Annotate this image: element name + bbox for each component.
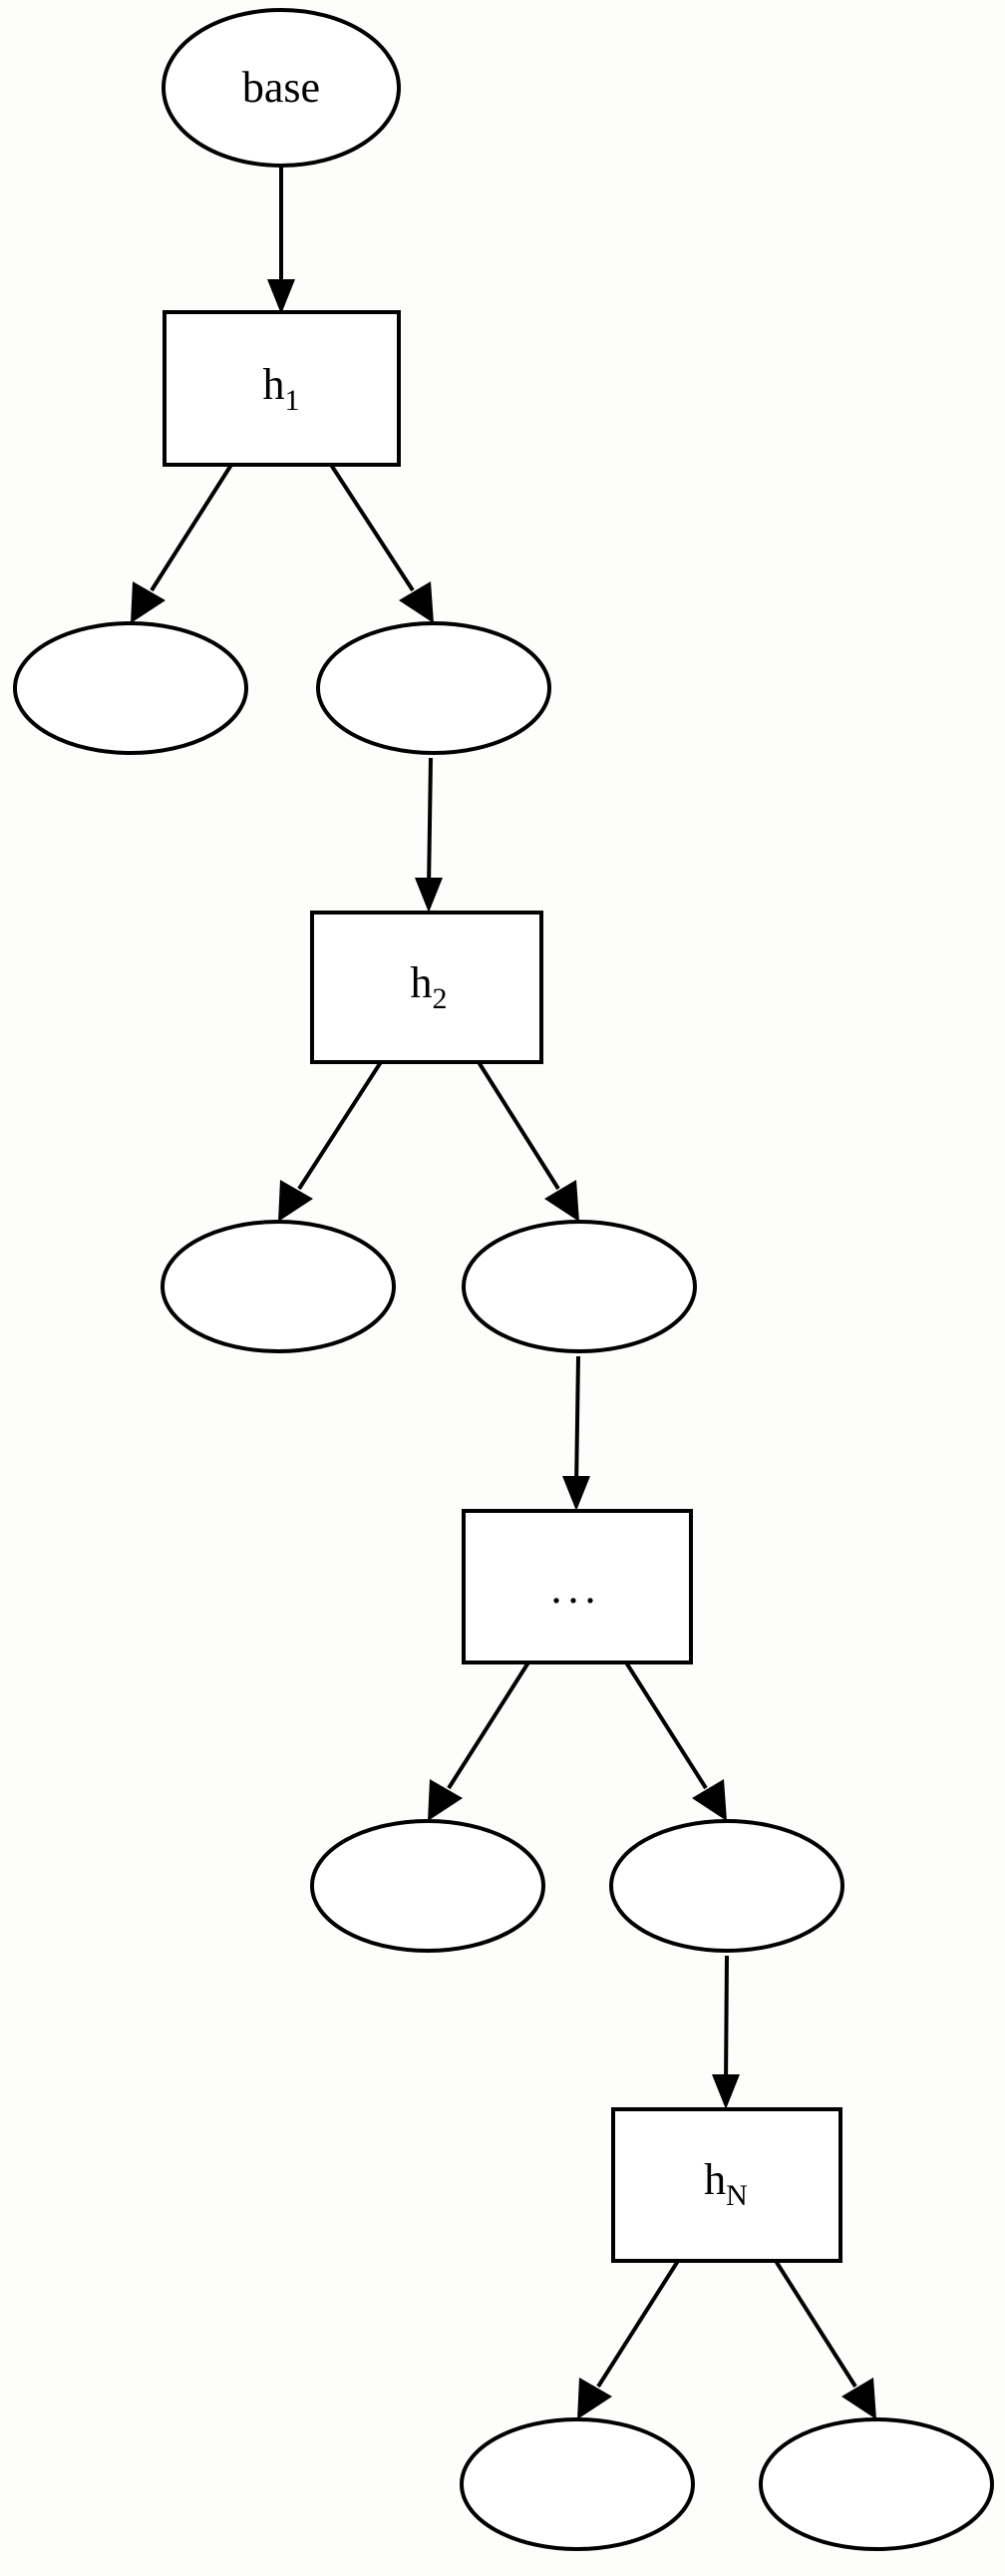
edge-h1-to-leaf-1-left: [131, 463, 233, 623]
node-leaf-3-right[interactable]: [609, 1819, 844, 1953]
edge-h1-to-leaf-1-right: [329, 463, 434, 623]
edge-h2-to-leaf-2-left: [278, 1060, 383, 1222]
node-leaf-1-left[interactable]: [13, 621, 248, 755]
node-hdots-label: ...: [551, 1564, 602, 1613]
edge-leaf-1-right-to-h2: [415, 757, 443, 913]
node-hdots[interactable]: ...: [462, 1509, 693, 1664]
node-h1[interactable]: h1: [163, 310, 401, 467]
node-leaf-1-right[interactable]: [316, 621, 551, 755]
edge-h2-to-leaf-2-right: [477, 1060, 579, 1222]
node-leaf-4-right[interactable]: [759, 2417, 994, 2551]
edge-dots-to-leaf-3-right: [624, 1660, 727, 1821]
edge-dots-to-leaf-3-left: [428, 1660, 530, 1821]
edge-base-to-h1: [267, 166, 295, 314]
node-leaf-3-left[interactable]: [310, 1819, 545, 1953]
edge-hN-to-leaf-4-left: [577, 2259, 680, 2419]
node-leaf-2-right[interactable]: [462, 1220, 697, 1353]
edge-hN-to-leaf-4-right: [774, 2259, 876, 2419]
node-leaf-4-left[interactable]: [460, 2417, 695, 2551]
edge-leaf-3-right-to-hN: [712, 1955, 740, 2109]
edge-leaf-2-right-to-dots: [562, 1355, 590, 1511]
node-h2[interactable]: h2: [310, 911, 543, 1064]
node-base[interactable]: base: [162, 8, 401, 168]
node-leaf-2-left[interactable]: [161, 1220, 396, 1353]
node-hN[interactable]: hN: [611, 2107, 842, 2263]
